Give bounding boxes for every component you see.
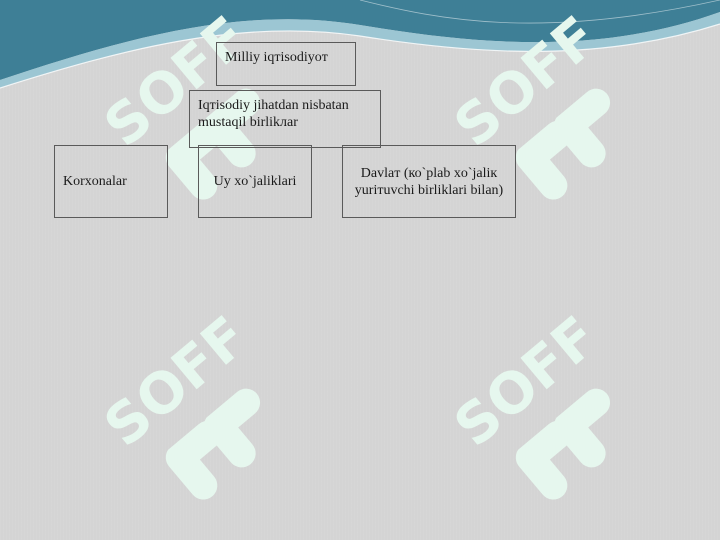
node-independent-units: Iqтisodiy jihatdan nisbatan mustaqil bir…: [189, 90, 381, 148]
node-households: Uy xo`jaliklari: [198, 145, 312, 218]
node-state-label: Davlaт (ко`plab xo`jaliк yuriтuvchi birl…: [354, 165, 504, 198]
node-national-economy: Milliy iqтisodiyoт: [216, 42, 356, 86]
watermark-logo-bottom-right: SOFF: [443, 304, 610, 500]
watermark-logo-top-right: SOFF: [443, 4, 610, 200]
node-enterprises-label: Korxonalar: [63, 174, 127, 189]
node-national-economy-label: Milliy iqтisodiyoт: [225, 50, 328, 65]
node-independent-units-label: Iqтisodiy jihatdan nisbatan mustaqil bir…: [198, 98, 349, 130]
node-households-label: Uy xo`jaliklari: [213, 174, 297, 189]
node-state: Davlaт (ко`plab xo`jaliк yuriтuvchi birl…: [342, 145, 516, 218]
watermark-logo-top-left: SOFF: [93, 4, 260, 200]
header-wave: [0, 0, 720, 89]
node-enterprises: Korxonalar: [54, 145, 168, 218]
watermark-logo-bottom-left: SOFF: [93, 304, 260, 500]
